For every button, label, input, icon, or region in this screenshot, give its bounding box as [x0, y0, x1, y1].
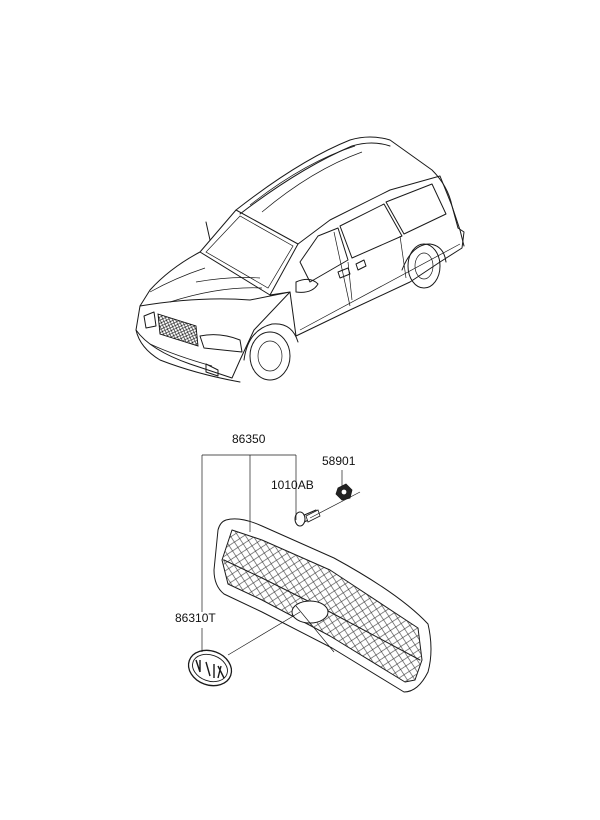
part-number-86310T: 86310T — [175, 611, 216, 625]
part-number-86350: 86350 — [232, 432, 266, 446]
vehicle-illustration — [135, 136, 465, 383]
cap-part — [335, 483, 353, 501]
emblem-part — [187, 649, 233, 687]
grille-assembly — [213, 518, 432, 693]
leader-lines — [201, 454, 361, 656]
part-number-1010AB: 1010AB — [271, 478, 314, 492]
screw-part — [294, 509, 321, 527]
part-number-58901: 58901 — [322, 454, 356, 468]
